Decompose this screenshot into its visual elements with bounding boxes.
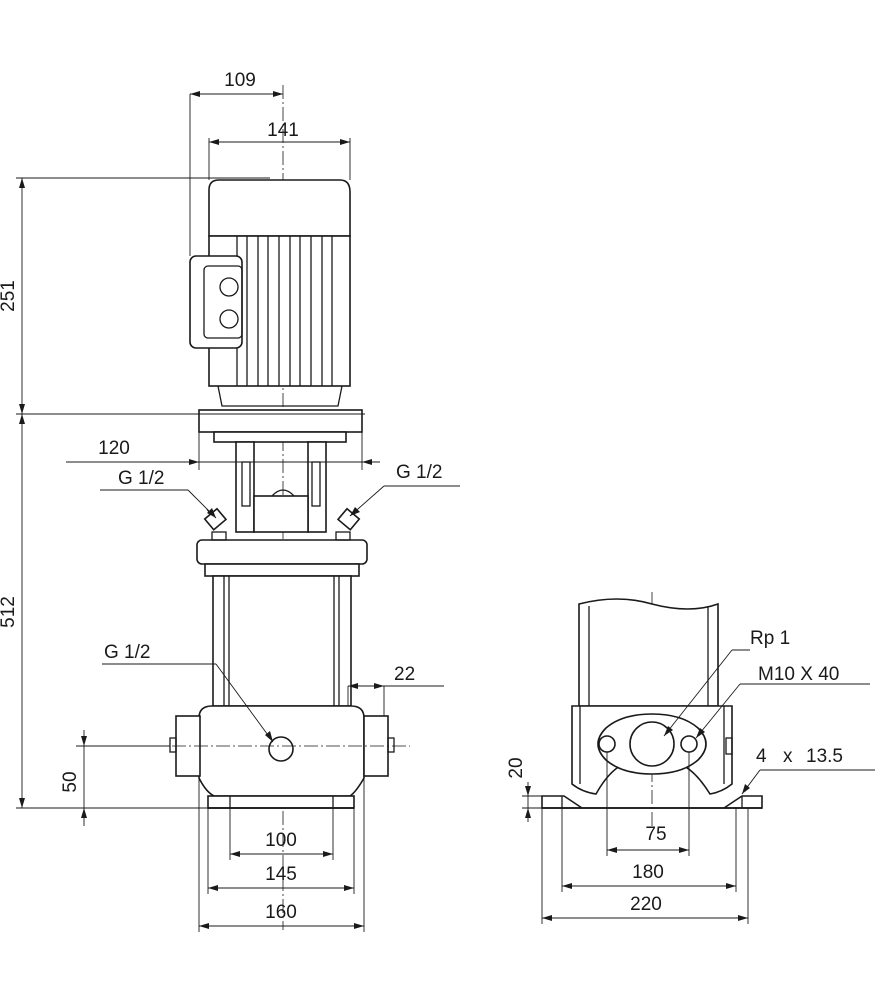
dim-20: 20 [506, 757, 542, 822]
holes-times-label: x [783, 746, 793, 767]
dim-75: 75 [606, 752, 690, 856]
callout-g-bottom: G 1/2 [102, 642, 274, 743]
front-view: 109 141 251 512 [0, 70, 460, 932]
stool-leg-left [235, 441, 255, 533]
stool-leg-right [307, 441, 327, 533]
dim-141: 141 [208, 120, 351, 180]
rp-port-icon [629, 721, 675, 767]
dim-22-label: 22 [394, 664, 415, 685]
cable-gland-icon [219, 277, 239, 297]
dim-251-label: 251 [0, 280, 19, 312]
callout-bolt: M10 X 40 [695, 664, 870, 739]
dim-160: 160 [198, 778, 365, 932]
dim-109-label: 109 [224, 70, 256, 91]
motor-stool [198, 409, 363, 533]
bolt-hole-icon [598, 735, 616, 753]
callout-holes: 4 x 13.5 [741, 746, 875, 795]
dim-251: 251 [0, 177, 365, 415]
g-left-label: G 1/2 [118, 468, 164, 489]
bolt-hole-icon [680, 735, 698, 753]
pump-sleeve [212, 575, 352, 707]
dim-75-label: 75 [645, 824, 666, 845]
cable-gland-icon [219, 309, 239, 329]
g-right-label: G 1/2 [396, 462, 442, 483]
dim-145-label: 145 [265, 864, 297, 885]
dim-180: 180 [561, 808, 737, 892]
dim-220-label: 220 [630, 894, 662, 915]
pump-head [196, 531, 368, 577]
dim-180-label: 180 [632, 862, 664, 883]
terminal-box [189, 255, 243, 349]
g-bottom-label: G 1/2 [104, 642, 150, 663]
dim-20-label: 20 [506, 757, 527, 778]
dim-160-label: 160 [265, 902, 297, 923]
pump-base [169, 705, 395, 809]
dim-220: 220 [541, 808, 749, 924]
dim-22: 22 [347, 664, 444, 716]
side-sleeve [578, 598, 719, 707]
motor-flange [198, 409, 363, 433]
callout-g-left: G 1/2 [100, 468, 217, 519]
holes-dia-label: 13.5 [806, 746, 843, 767]
dim-512: 512 [0, 414, 208, 809]
callout-rp: Rp 1 [663, 628, 790, 737]
dim-512-label: 512 [0, 596, 19, 628]
motor-top-cover [208, 179, 351, 237]
dim-100: 100 [229, 808, 334, 860]
dim-141-label: 141 [267, 120, 299, 141]
dim-120-label: 120 [98, 438, 130, 459]
coupling-guard [253, 495, 309, 533]
holes-count-label: 4 [756, 746, 767, 767]
pump-sleeve-body [212, 575, 352, 707]
drain-plug-icon [268, 736, 294, 762]
motor [189, 179, 351, 407]
side-view: Rp 1 M10 X 40 4 x 13.5 20 [506, 592, 875, 924]
dim-100-label: 100 [265, 830, 297, 851]
callout-g-right: G 1/2 [349, 462, 460, 517]
dim-50-label: 50 [60, 771, 81, 792]
dim-50: 50 [60, 730, 170, 826]
dim-120: 120 [66, 432, 380, 470]
dim-145: 145 [207, 808, 355, 894]
rp-label: Rp 1 [750, 628, 790, 649]
dim-109: 109 [189, 70, 283, 256]
bolt-label: M10 X 40 [758, 664, 839, 685]
pump-head-plate [196, 539, 368, 565]
